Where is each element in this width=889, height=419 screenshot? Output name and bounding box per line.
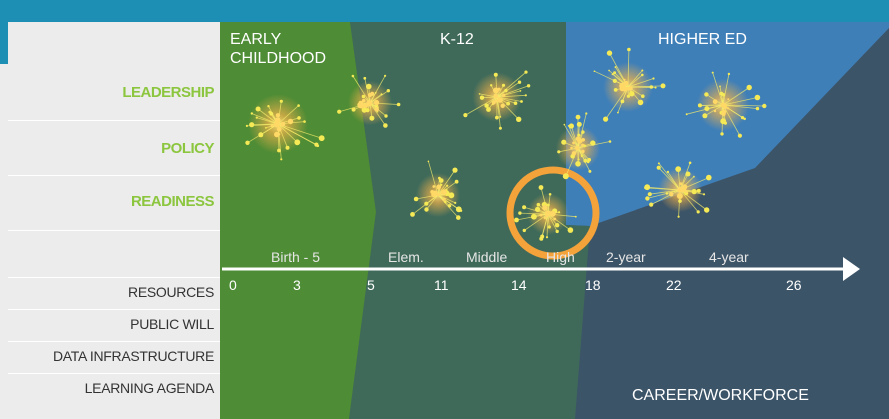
row-divider	[8, 120, 220, 121]
k12-zone	[349, 22, 590, 419]
network-cluster	[685, 71, 767, 138]
row-divider	[8, 175, 220, 176]
network-cluster	[410, 160, 463, 220]
early-childhood-zone	[220, 22, 376, 419]
highlight-ring	[506, 166, 600, 260]
age-tick: 0	[229, 277, 237, 293]
row-divider	[8, 230, 220, 231]
stage-label-high: High	[546, 249, 575, 265]
age-tick: 5	[367, 277, 375, 293]
stage-label-4-year: 4-year	[709, 249, 749, 265]
age-tick: 26	[786, 277, 802, 293]
row-label-public-will: PUBLIC WILL	[130, 316, 214, 332]
zone-label-higher-ed: HIGHER ED	[658, 31, 747, 48]
age-tick: 18	[585, 277, 601, 293]
stage-label-middle: Middle	[466, 249, 508, 265]
network-cluster	[463, 70, 531, 130]
network-cluster	[245, 94, 325, 161]
network-cluster	[643, 161, 712, 218]
row-label-data-infrastructure: DATA INFRASTRUCTURE	[52, 348, 214, 364]
cluster-group	[245, 47, 767, 241]
network-cluster	[593, 47, 666, 122]
zone-label-early-childhood: EARLY CHILDHOOD	[230, 31, 327, 67]
row-label-learning-agenda: LEARNING AGENDA	[84, 380, 215, 396]
stage-label-birth-5: Birth - 5	[271, 249, 321, 265]
network-cluster	[555, 112, 612, 180]
row-label-readiness: READINESS	[130, 193, 215, 210]
row-divider	[8, 277, 220, 278]
brand-strip	[0, 22, 8, 64]
zone-label-k12: K-12	[440, 31, 474, 48]
row-divider	[8, 373, 220, 374]
stage-label-2-year: 2-year	[606, 249, 646, 265]
age-tick: 14	[511, 277, 527, 293]
header-bar	[0, 0, 889, 22]
stage-label-elementary: Elem.	[388, 249, 424, 265]
row-divider	[8, 341, 220, 342]
row-divider	[8, 309, 220, 310]
age-tick: 11	[434, 277, 449, 293]
row-label-resources: RESOURCES	[128, 284, 214, 300]
age-tick: 22	[666, 277, 682, 293]
row-label-leadership: LEADERSHIP	[122, 84, 214, 101]
row-label-policy: POLICY	[161, 140, 214, 157]
zone-label-career: CAREER/WORKFORCE	[632, 387, 809, 404]
row-label-panel	[8, 22, 220, 419]
network-cluster	[514, 185, 577, 241]
network-cluster	[337, 74, 401, 128]
timeline-arrowhead	[843, 257, 860, 281]
age-tick: 3	[293, 277, 301, 293]
